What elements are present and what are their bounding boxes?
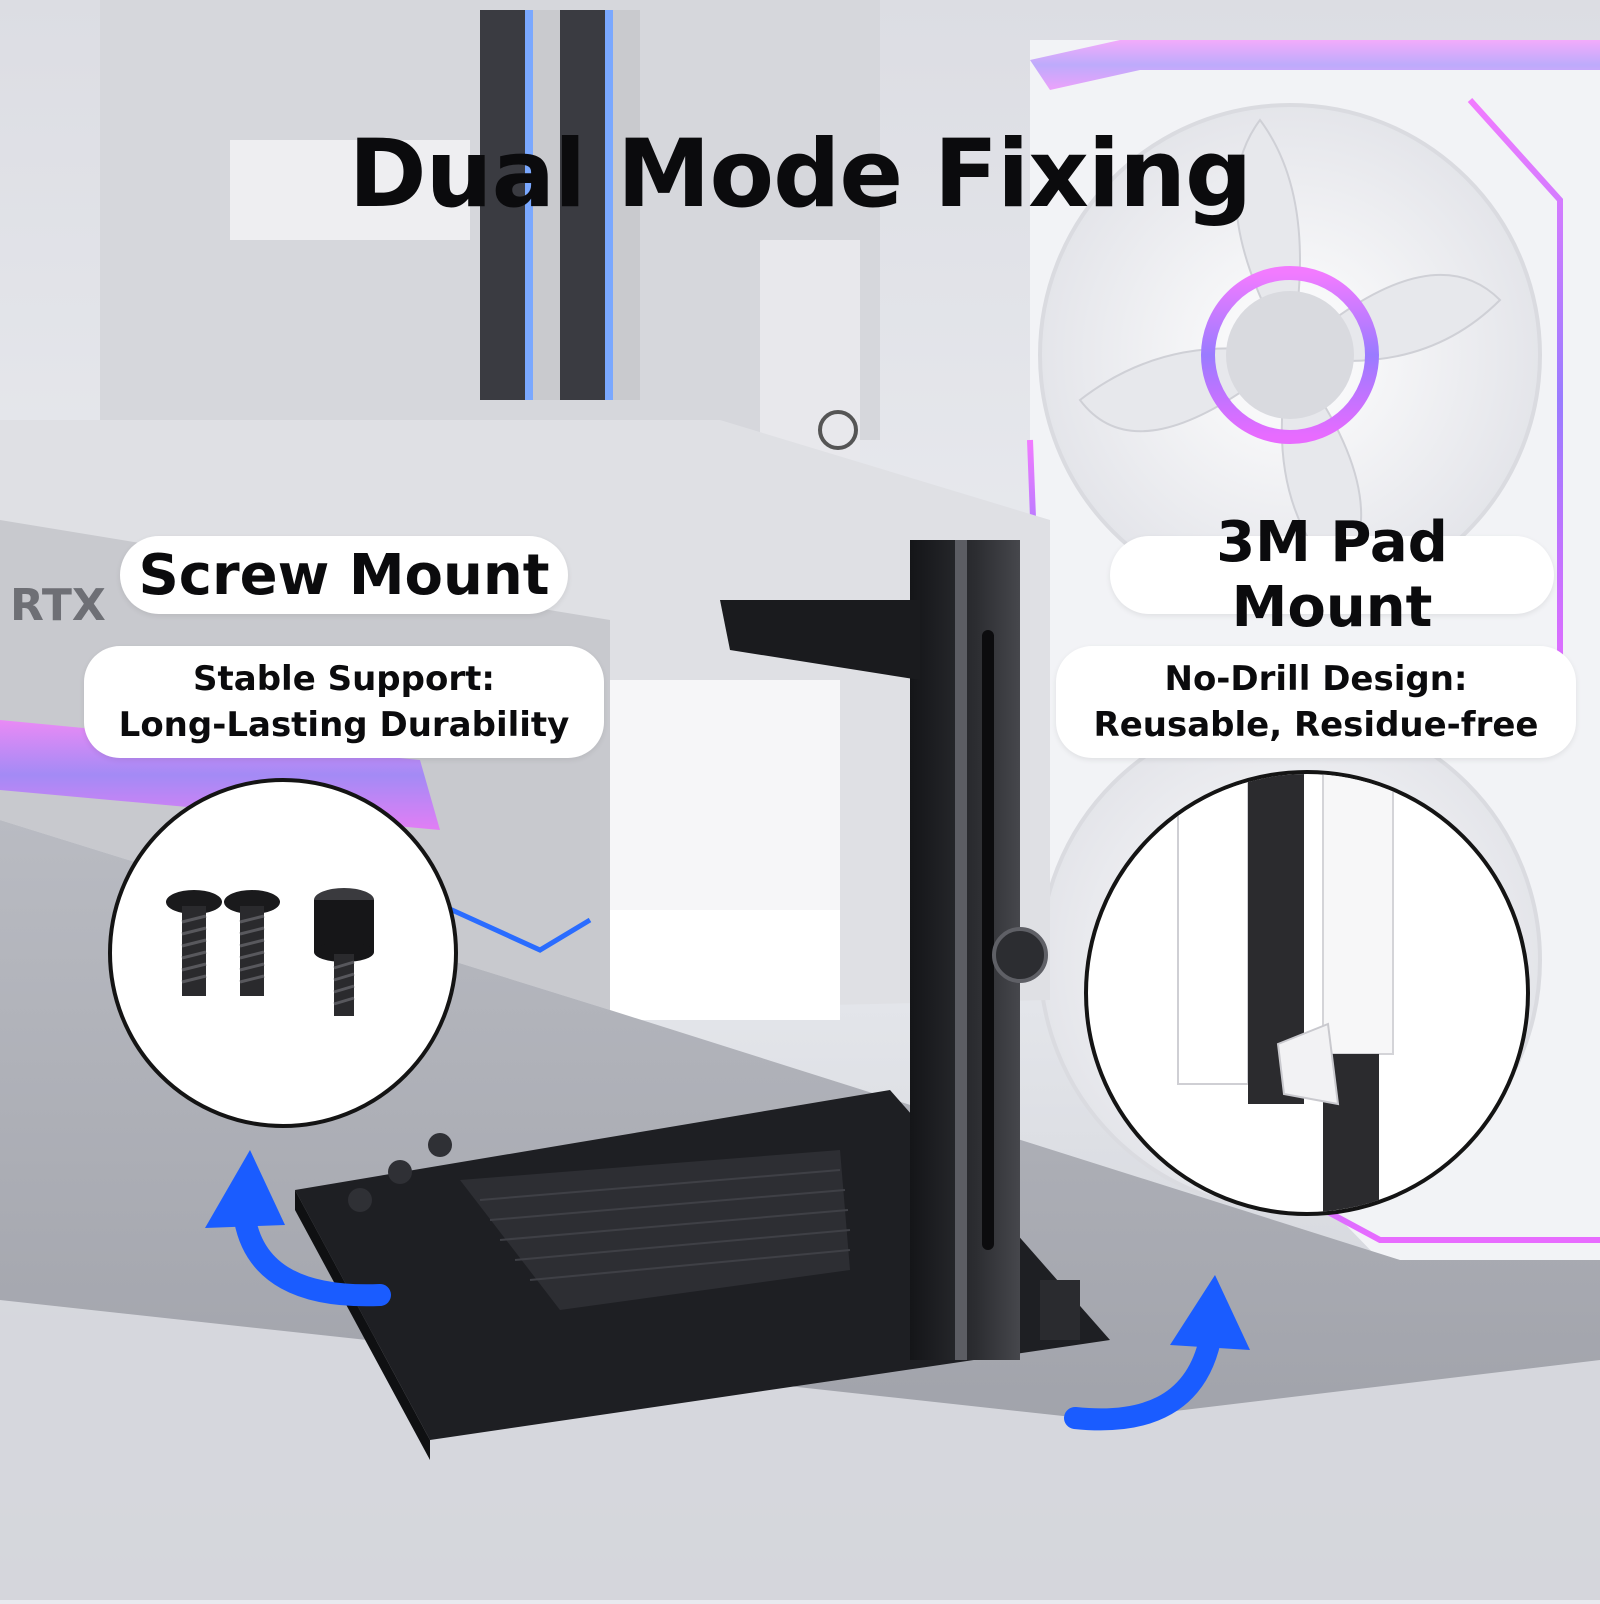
screw-mount-label: Screw Mount bbox=[120, 536, 568, 614]
screw-callout bbox=[108, 778, 458, 1128]
headline: Dual Mode Fixing bbox=[348, 120, 1253, 229]
screw-icon bbox=[166, 890, 222, 996]
pad-mount-label: 3M Pad Mount bbox=[1110, 510, 1554, 640]
screw-mount-description: Stable Support: Long-Lasting Durability bbox=[84, 646, 604, 758]
ram-stick bbox=[480, 10, 528, 400]
screw-mount-subtitle-line1: Stable Support: bbox=[193, 659, 495, 699]
ram-stick bbox=[560, 10, 608, 400]
svg-text:RTX: RTX bbox=[10, 580, 106, 631]
curved-arrow-icon bbox=[205, 1150, 391, 1307]
thumb-screw-icon bbox=[314, 888, 374, 1016]
pad-mount-subtitle-line2: Reusable, Residue-free bbox=[1093, 705, 1539, 745]
screw-icon bbox=[224, 890, 280, 996]
gpu-support-bracket bbox=[295, 540, 1110, 1460]
screw-mount-subtitle-line2: Long-Lasting Durability bbox=[118, 705, 570, 745]
curved-arrow-icon bbox=[1064, 1275, 1250, 1431]
pad-mount-subtitle-line1: No-Drill Design: bbox=[1164, 659, 1468, 699]
pad-mount-description: No-Drill Design: Reusable, Residue-free bbox=[1056, 646, 1576, 758]
pad-callout bbox=[1084, 770, 1530, 1216]
adhesive-pad-icon bbox=[1177, 774, 1394, 1212]
